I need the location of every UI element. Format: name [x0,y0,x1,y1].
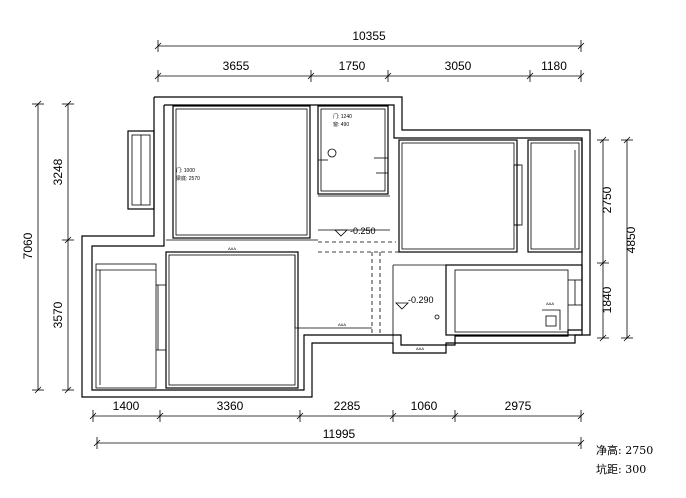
room2-note-line2: 窗: 490 [333,121,349,128]
dim-left-2: 3570 [51,301,65,328]
right-dimension-chain: 2750 1840 [597,136,614,342]
pit-distance: 坑距: 300 [596,462,646,476]
beam-label-b: AAA [338,322,346,327]
dim-top-1: 3655 [223,59,250,73]
dim-top-2: 1750 [339,59,366,73]
level-corridor: -0.250 [350,226,376,236]
walls [81,96,591,398]
dim-top-overall: 10355 [352,29,386,43]
level-marker-icon-2 [395,302,409,310]
beam-labels: AAA AAA AAA AAA [228,246,554,351]
beam-label-c: AAA [416,346,424,351]
top-dimension-chain: 3655 1750 3050 1180 [154,59,585,82]
dim-top-4: 1180 [541,59,567,73]
room-notes: 门: 1000 梁底: 2570 门: 1240 窗: 490 [176,113,352,182]
room1-note-line2: 梁底: 2570 [176,175,200,182]
left-overall-dimension: 7060 [21,100,44,394]
bottom-dimension-chain: 1400 3360 2285 1060 2975 [89,399,585,422]
dim-left-overall: 7060 [21,232,35,259]
beam-label-d: AAA [546,301,554,306]
top-overall-dimension: 10355 [154,29,585,52]
dim-top-3: 3050 [445,59,472,73]
dim-bottom-4: 1060 [411,399,438,413]
dim-left-1: 3248 [51,158,65,185]
dim-right-1: 2750 [600,186,614,213]
dim-bottom-5: 2975 [505,399,532,413]
bottom-overall-dimension: 11995 [93,427,585,449]
floor-drain-icon-2 [434,314,440,320]
left-dimension-chain: 3248 3570 [51,100,74,394]
beam-label-a: AAA [228,246,236,251]
dim-bottom-3: 2285 [334,399,361,413]
right-overall-dimension: 4850 [621,136,638,342]
spec-notes: 净高: 2750 坑距: 300 [596,443,653,476]
level-markers: -0.250 -0.290 [334,226,434,310]
level-marker-icon [334,229,348,237]
level-kitchen: -0.290 [408,295,434,305]
dim-right-overall: 4850 [624,226,638,253]
room1-note-line1: 门: 1000 [176,167,195,174]
room2-note-line1: 门: 1240 [333,113,352,120]
floor-drain-icon [327,148,337,158]
dim-bottom-2: 3360 [217,399,244,413]
dim-bottom-1: 1400 [113,399,140,413]
dim-bottom-overall: 11995 [323,427,356,441]
dim-right-2: 1840 [600,286,614,313]
clear-height: 净高: 2750 [596,443,653,457]
